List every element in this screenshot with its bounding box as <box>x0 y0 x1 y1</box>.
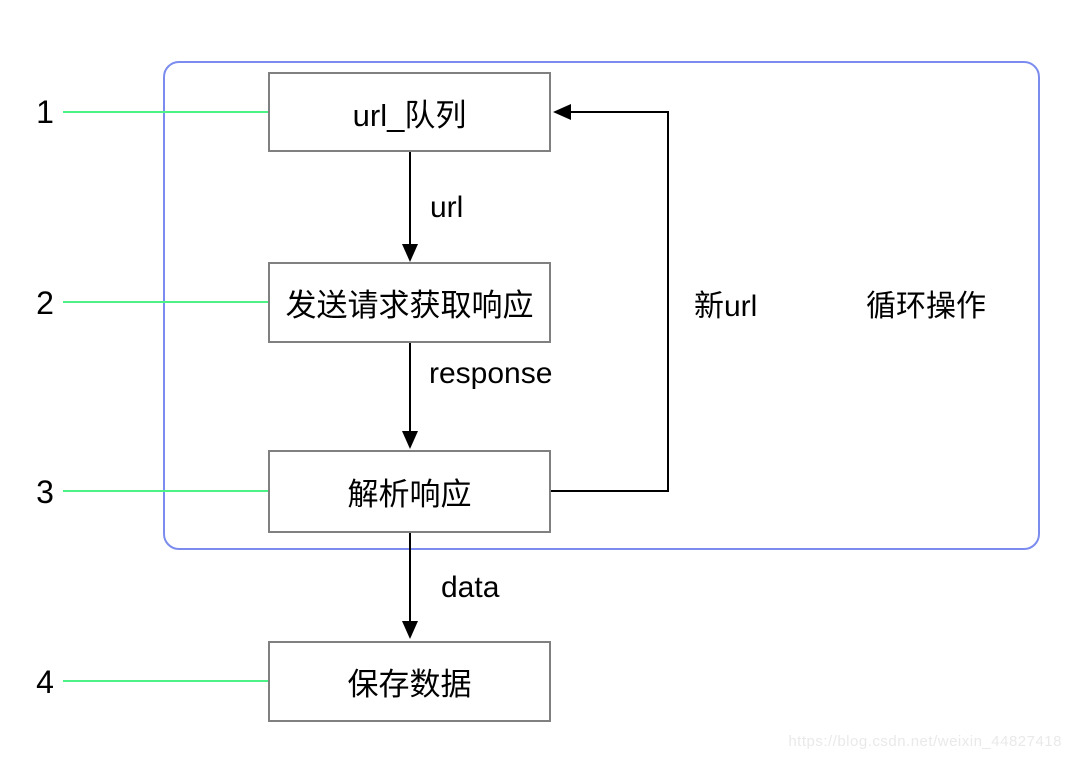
loop-edge-vertical <box>667 111 669 492</box>
step-connector-2 <box>63 301 268 303</box>
step-connector-1 <box>63 111 268 113</box>
edge-label-loop-note: 循环操作 <box>866 290 986 323</box>
arrow-url-shaft <box>409 152 411 246</box>
step-number-2: 2 <box>36 285 54 321</box>
edge-label-data: data <box>441 571 500 604</box>
edge-label-url: url <box>430 191 464 224</box>
loop-arrow-head-icon <box>553 104 571 120</box>
node-save-data: 保存数据 <box>268 641 551 722</box>
step-connector-3 <box>63 490 268 492</box>
loop-edge-bottom <box>551 490 669 492</box>
step-connector-4 <box>63 680 268 682</box>
step-number-1: 1 <box>36 94 54 130</box>
arrow-data-head-icon <box>402 621 418 639</box>
step-number-3: 3 <box>36 474 54 510</box>
loop-group-outline <box>163 61 1040 550</box>
node-url-queue: url_队列 <box>268 72 551 152</box>
node-send-request: 发送请求获取响应 <box>268 262 551 343</box>
loop-edge-top <box>569 111 669 113</box>
arrow-url-head-icon <box>402 244 418 262</box>
edge-label-response: response <box>429 357 553 390</box>
edge-label-new-url: 新url <box>694 290 758 323</box>
arrow-response-head-icon <box>402 431 418 449</box>
step-number-4: 4 <box>36 664 54 700</box>
watermark: https://blog.csdn.net/weixin_44827418 <box>788 733 1062 750</box>
node-parse-response: 解析响应 <box>268 450 551 533</box>
arrow-response-shaft <box>409 343 411 433</box>
arrow-data-shaft <box>409 533 411 623</box>
